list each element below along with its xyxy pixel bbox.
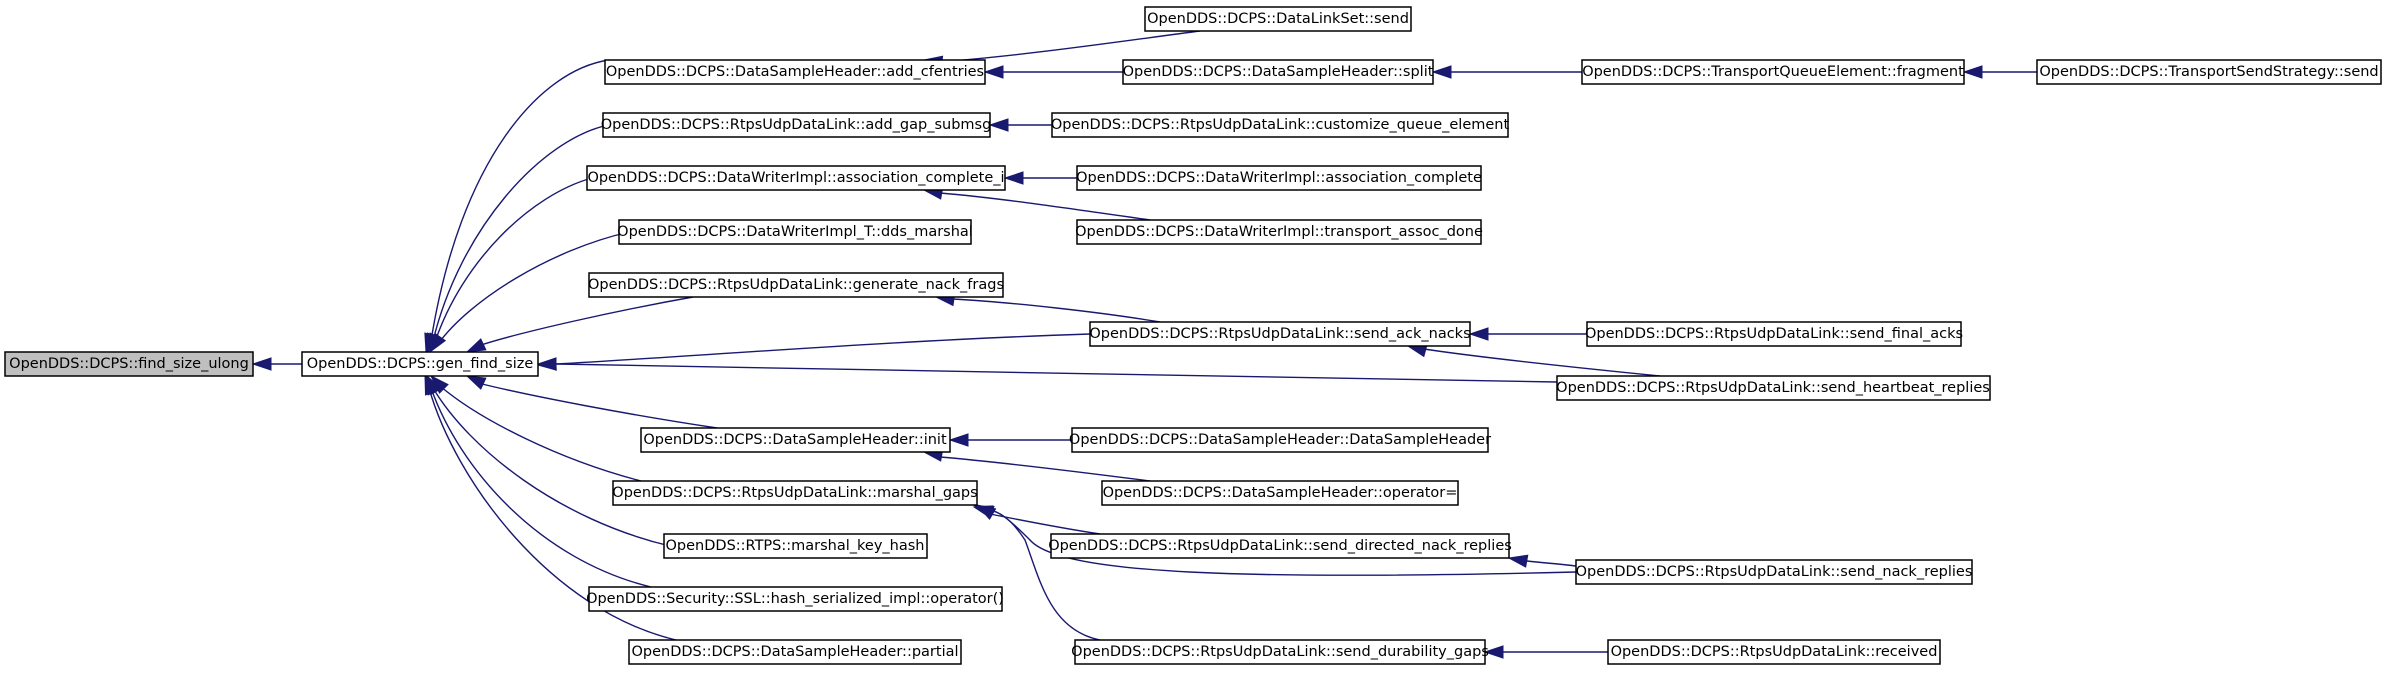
node-label: OpenDDS::DCPS::DataSampleHeader::partial bbox=[631, 644, 958, 660]
node-datasampleheader-ctor[interactable]: OpenDDS::DCPS::DataSampleHeader::DataSam… bbox=[1069, 427, 1491, 453]
edge-arrowhead bbox=[1003, 171, 1024, 185]
edge-arrowhead bbox=[983, 65, 1004, 79]
node-label: OpenDDS::DCPS::RtpsUdpDataLink::send_dur… bbox=[1071, 644, 1489, 660]
node-fragment[interactable]: OpenDDS::DCPS::TransportQueueElement::fr… bbox=[1581, 59, 1965, 85]
node-label: OpenDDS::DCPS::DataSampleHeader::DataSam… bbox=[1069, 432, 1491, 448]
edge-send_heartbeat_replies-to-send_ack_nacks bbox=[1423, 348, 1661, 377]
node-label: OpenDDS::DCPS::RtpsUdpDataLink::generate… bbox=[588, 277, 1004, 293]
node-label: OpenDDS::DCPS::gen_find_size bbox=[307, 356, 534, 372]
node-label: OpenDDS::DCPS::DataWriterImpl::transport… bbox=[1075, 224, 1483, 240]
edge-arrowhead bbox=[1483, 645, 1504, 659]
node-label: OpenDDS::DCPS::DataWriterImpl::associati… bbox=[1076, 170, 1482, 186]
edge-arrowhead bbox=[429, 333, 447, 354]
node-split[interactable]: OpenDDS::DCPS::DataSampleHeader::split bbox=[1122, 59, 1434, 85]
edge-marshal_key_hash-to-gen_find_size bbox=[432, 387, 671, 547]
node-label: OpenDDS::DCPS::RtpsUdpDataLink::marshal_… bbox=[612, 485, 977, 501]
edge-arrowhead bbox=[988, 118, 1009, 132]
edge-operator_eq-to-init bbox=[939, 456, 1151, 482]
edge-partial-to-gen_find_size bbox=[428, 387, 677, 641]
edge-arrowhead bbox=[465, 375, 487, 390]
edge-datalinkset_send-to-add_cfentries bbox=[939, 30, 1201, 63]
edge-send_ack_nacks-to-generate_nack_frags bbox=[951, 298, 1161, 323]
node-label: OpenDDS::DCPS::RtpsUdpDataLink::send_nac… bbox=[1576, 564, 1973, 580]
edge-arrowhead bbox=[948, 433, 969, 447]
node-send-durability-gaps[interactable]: OpenDDS::DCPS::RtpsUdpDataLink::send_dur… bbox=[1071, 639, 1489, 665]
node-partial[interactable]: OpenDDS::DCPS::DataSampleHeader::partial bbox=[628, 639, 962, 665]
node-marshal-gaps[interactable]: OpenDDS::DCPS::RtpsUdpDataLink::marshal_… bbox=[612, 480, 978, 506]
node-dds-marshal[interactable]: OpenDDS::DCPS::DataWriterImpl_T::dds_mar… bbox=[617, 219, 973, 245]
edge-send_durability_gaps-to-marshal_gaps bbox=[989, 509, 1101, 641]
edge-send_directed_nack_replies-to-marshal_gaps bbox=[989, 513, 1101, 535]
call-graph-edges bbox=[251, 30, 2037, 659]
edge-arrowhead bbox=[1431, 65, 1452, 79]
node-add-cfentries[interactable]: OpenDDS::DCPS::DataSampleHeader::add_cfe… bbox=[604, 59, 986, 85]
node-label: OpenDDS::DCPS::TransportQueueElement::fr… bbox=[1582, 64, 1964, 80]
node-label: OpenDDS::DCPS::DataSampleHeader::operato… bbox=[1103, 485, 1458, 501]
node-label: OpenDDS::DCPS::find_size_ulong bbox=[9, 356, 249, 372]
edge-arrowhead bbox=[424, 374, 438, 396]
edge-add_cfentries-to-gen_find_size bbox=[430, 59, 610, 342]
node-label: OpenDDS::DCPS::DataSampleHeader::split bbox=[1123, 64, 1434, 80]
node-label: OpenDDS::DCPS::RtpsUdpDataLink::received bbox=[1611, 644, 1938, 660]
node-label: OpenDDS::DCPS::RtpsUdpDataLink::add_gap_… bbox=[601, 117, 992, 133]
edge-arrowhead bbox=[536, 357, 557, 371]
node-transport-send-strategy-send[interactable]: OpenDDS::DCPS::TransportSendStrategy::se… bbox=[2036, 59, 2382, 85]
node-association-complete[interactable]: OpenDDS::DCPS::DataWriterImpl::associati… bbox=[1076, 165, 1482, 191]
node-label: OpenDDS::RTPS::marshal_key_hash bbox=[666, 538, 925, 554]
edge-arrowhead bbox=[251, 357, 272, 371]
node-label: OpenDDS::DCPS::DataSampleHeader::init bbox=[643, 432, 947, 448]
node-received[interactable]: OpenDDS::DCPS::RtpsUdpDataLink::received bbox=[1607, 639, 1941, 665]
node-find-size-ulong[interactable]: OpenDDS::DCPS::find_size_ulong bbox=[4, 351, 254, 377]
node-send-final-acks[interactable]: OpenDDS::DCPS::RtpsUdpDataLink::send_fin… bbox=[1585, 321, 1963, 347]
node-marshal-key-hash[interactable]: OpenDDS::RTPS::marshal_key_hash bbox=[663, 533, 928, 559]
node-add-gap-submsg[interactable]: OpenDDS::DCPS::RtpsUdpDataLink::add_gap_… bbox=[601, 112, 992, 138]
node-label: OpenDDS::DCPS::DataSampleHeader::add_cfe… bbox=[606, 64, 984, 80]
edge-send_heartbeat_replies-to-gen_find_size bbox=[555, 363, 1558, 383]
node-label: OpenDDS::DCPS::RtpsUdpDataLink::customiz… bbox=[1051, 117, 1510, 133]
edge-send_ack_nacks-to-gen_find_size bbox=[555, 333, 1091, 365]
node-label: OpenDDS::DCPS::RtpsUdpDataLink::send_dir… bbox=[1048, 538, 1512, 554]
edge-association_complete_i-to-gen_find_size bbox=[434, 177, 593, 343]
edge-arrowhead bbox=[975, 504, 997, 521]
edge-arrowhead bbox=[1507, 554, 1529, 568]
call-graph-nodes: OpenDDS::DCPS::find_size_ulong OpenDDS::… bbox=[4, 6, 2382, 665]
edge-arrowhead bbox=[1962, 65, 1983, 79]
node-transport-assoc-done[interactable]: OpenDDS::DCPS::DataWriterImpl::transport… bbox=[1075, 219, 1483, 245]
node-label: OpenDDS::DCPS::RtpsUdpDataLink::send_ack… bbox=[1089, 326, 1470, 342]
node-init[interactable]: OpenDDS::DCPS::DataSampleHeader::init bbox=[640, 427, 951, 453]
node-customize-queue-element[interactable]: OpenDDS::DCPS::RtpsUdpDataLink::customiz… bbox=[1051, 112, 1510, 138]
edge-dds_marshal-to-gen_find_size bbox=[437, 231, 630, 345]
edge-transport_assoc_done-to-association_complete_i bbox=[939, 192, 1151, 221]
node-send-nack-replies[interactable]: OpenDDS::DCPS::RtpsUdpDataLink::send_nac… bbox=[1575, 559, 1973, 585]
node-label: OpenDDS::Security::SSL::hash_serialized_… bbox=[586, 591, 1004, 607]
edge-generate_nack_frags-to-gen_find_size bbox=[477, 296, 694, 347]
node-label: OpenDDS::DCPS::RtpsUdpDataLink::send_fin… bbox=[1585, 326, 1963, 342]
node-send-heartbeat-replies[interactable]: OpenDDS::DCPS::RtpsUdpDataLink::send_hea… bbox=[1556, 375, 1991, 401]
node-label: OpenDDS::DCPS::DataLinkSet::send bbox=[1147, 11, 1409, 27]
node-label: OpenDDS::DCPS::DataWriterImpl::associati… bbox=[587, 170, 1004, 186]
node-send-directed-nack-replies[interactable]: OpenDDS::DCPS::RtpsUdpDataLink::send_dir… bbox=[1048, 533, 1512, 559]
node-gen-find-size[interactable]: OpenDDS::DCPS::gen_find_size bbox=[301, 351, 539, 377]
edge-send_nack_replies-to-send_directed_nack_replies bbox=[1526, 560, 1577, 567]
node-association-complete-i[interactable]: OpenDDS::DCPS::DataWriterImpl::associati… bbox=[586, 165, 1006, 191]
edge-add_gap_submsg-to-gen_find_size bbox=[432, 124, 609, 342]
edge-hash_serialized-to-gen_find_size bbox=[430, 387, 652, 588]
node-generate-nack-frags[interactable]: OpenDDS::DCPS::RtpsUdpDataLink::generate… bbox=[588, 272, 1004, 298]
edge-marshal_gaps-to-gen_find_size bbox=[439, 385, 642, 482]
edge-init-to-gen_find_size bbox=[477, 382, 718, 429]
node-label: OpenDDS::DCPS::DataWriterImpl_T::dds_mar… bbox=[617, 224, 973, 240]
node-hash-serialized-impl[interactable]: OpenDDS::Security::SSL::hash_serialized_… bbox=[586, 586, 1004, 612]
edge-arrowhead bbox=[465, 338, 487, 353]
node-operator-assign[interactable]: OpenDDS::DCPS::DataSampleHeader::operato… bbox=[1101, 480, 1459, 506]
node-label: OpenDDS::DCPS::TransportSendStrategy::se… bbox=[2039, 64, 2378, 80]
node-datalinkset-send[interactable]: OpenDDS::DCPS::DataLinkSet::send bbox=[1144, 6, 1412, 32]
edge-arrowhead bbox=[1468, 327, 1489, 341]
node-label: OpenDDS::DCPS::RtpsUdpDataLink::send_hea… bbox=[1556, 380, 1990, 396]
node-send-ack-nacks[interactable]: OpenDDS::DCPS::RtpsUdpDataLink::send_ack… bbox=[1089, 321, 1471, 347]
